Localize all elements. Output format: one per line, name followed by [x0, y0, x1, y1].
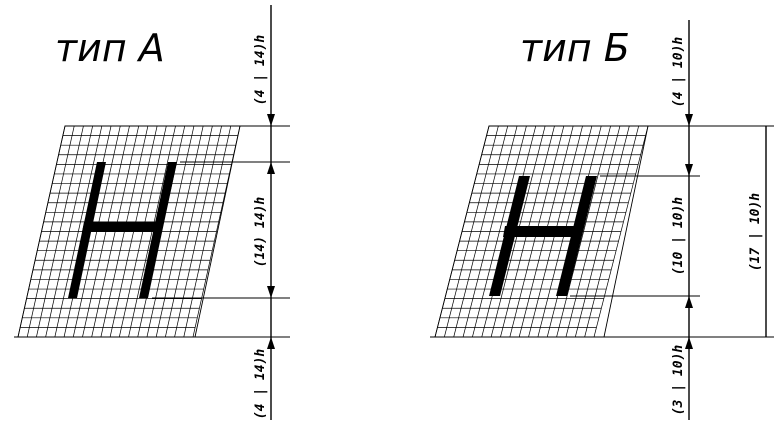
dimension-label-top: (4 | 10)h	[671, 37, 686, 108]
dimension-label-total: (17 | 10)h	[748, 193, 763, 271]
letter-h-glyph	[68, 162, 177, 298]
panel-title: тип Б	[520, 26, 630, 70]
panel-title: тип А	[55, 26, 165, 70]
panel-type-b: тип Б (4 | 10)h (10 | 10)h (17 | 10)h (3…	[430, 20, 774, 420]
dimension-arrows	[685, 114, 693, 349]
slanted-grid	[434, 125, 649, 338]
panel-type-a: тип А (4 | 14)h (14) 14)h (4 | 14)h	[14, 5, 290, 420]
letter-h-glyph	[489, 176, 597, 296]
dimension-label-bottom: (4 | 14)h	[253, 349, 268, 420]
dimension-label-top: (4 | 14)h	[253, 35, 268, 106]
dimension-arrows	[267, 114, 275, 349]
dimension-label-middle: (14) 14)h	[253, 197, 268, 268]
dimension-label-middle: (10 | 10)h	[671, 197, 686, 275]
dimension-label-bottom: (3 | 10)h	[671, 345, 686, 416]
